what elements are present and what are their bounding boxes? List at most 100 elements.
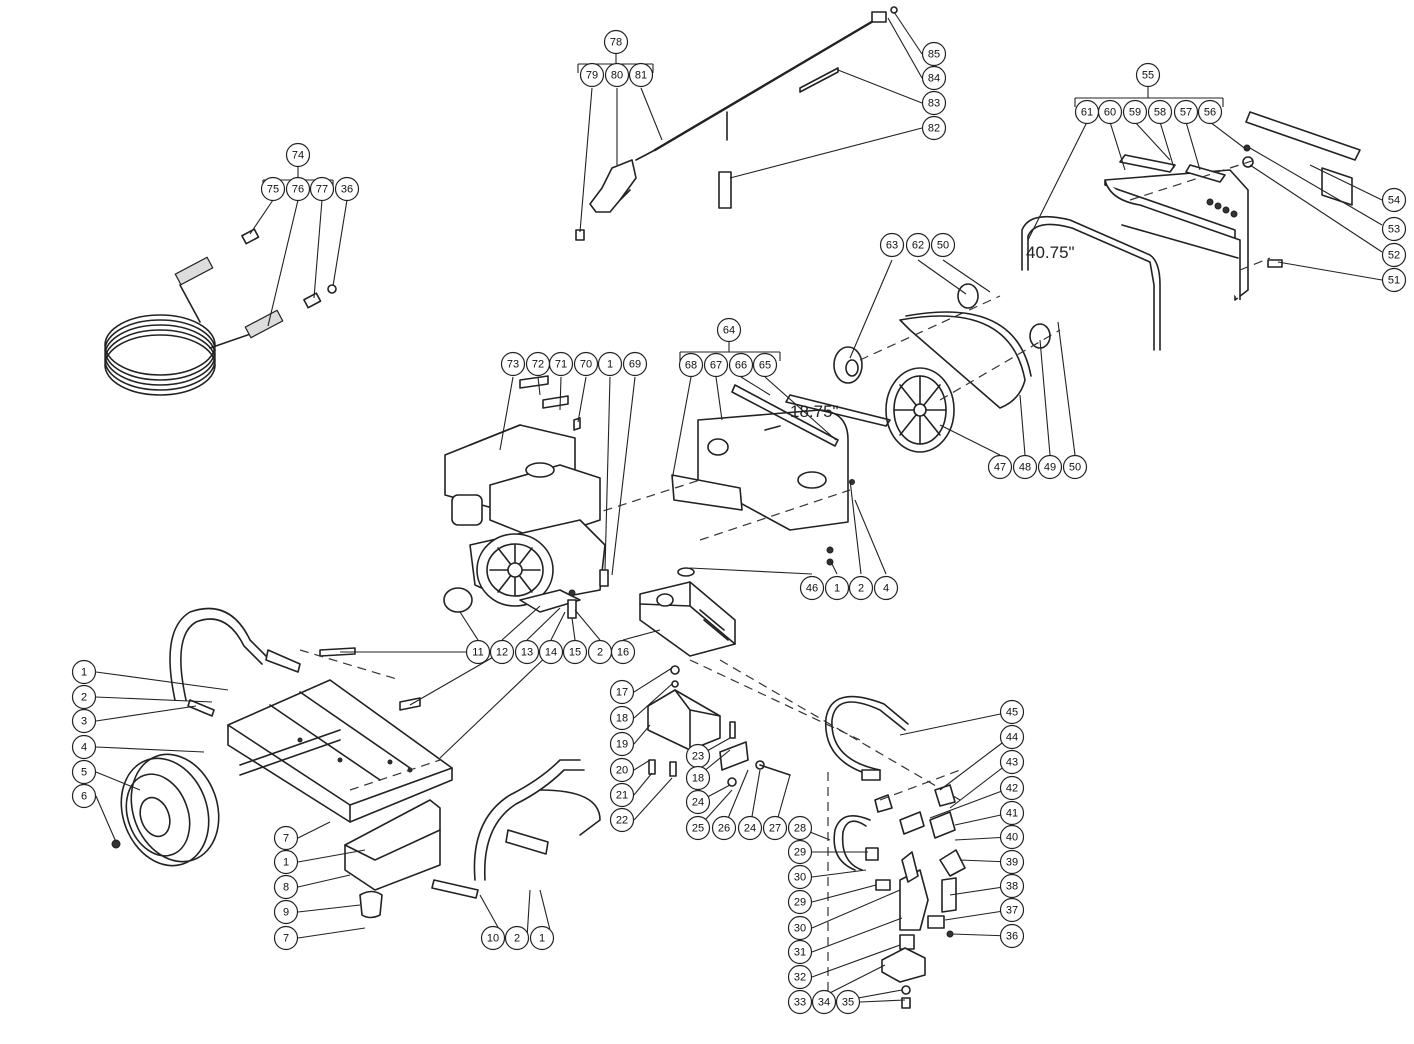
callout-label: 40 <box>1006 832 1018 844</box>
callout-label: 50 <box>937 240 949 252</box>
callout-label: 54 <box>1388 195 1400 207</box>
callout-label: 78 <box>610 37 622 49</box>
callout-13: 13 <box>514 639 540 665</box>
callout-20: 20 <box>609 757 635 783</box>
callout-15: 15 <box>562 639 588 665</box>
callout-label: 7 <box>283 933 289 945</box>
callout-label: 74 <box>292 150 304 162</box>
unloader-bracket <box>647 665 791 787</box>
callout-19: 19 <box>609 731 635 757</box>
callout-80: 80 <box>604 62 630 88</box>
callout-label: 2 <box>858 583 864 595</box>
callout-label: 81 <box>635 70 647 82</box>
callout-2: 2 <box>504 925 530 951</box>
leader-lines <box>95 11 1383 1003</box>
callout-8: 8 <box>273 874 299 900</box>
callout-label: 85 <box>928 49 940 61</box>
callout-48: 48 <box>1012 454 1038 480</box>
callout-67: 67 <box>703 352 729 378</box>
callout-label: 39 <box>1006 857 1018 869</box>
callout-label: 83 <box>928 98 940 110</box>
callout-17: 17 <box>609 679 635 705</box>
callout-30: 30 <box>787 864 813 890</box>
callout-27: 27 <box>762 815 788 841</box>
callout-label: 42 <box>1006 783 1018 795</box>
callout-2: 2 <box>848 575 874 601</box>
callout-32: 32 <box>787 964 813 990</box>
callout-label: 7 <box>283 833 289 845</box>
callout-49: 49 <box>1037 454 1063 480</box>
callout-22: 22 <box>609 807 635 833</box>
callout-72: 72 <box>525 351 551 377</box>
callout-label: 61 <box>1081 107 1093 119</box>
callout-label: 62 <box>912 240 924 252</box>
callout-83: 83 <box>921 90 947 116</box>
callout-label: 50 <box>1069 462 1081 474</box>
callout-label: 20 <box>616 765 628 777</box>
callout-56: 56 <box>1197 99 1223 125</box>
callout-29: 29 <box>787 889 813 915</box>
callout-30: 30 <box>787 915 813 941</box>
callout-label: 68 <box>685 360 697 372</box>
callout-label: 23 <box>692 751 704 763</box>
callout-label: 52 <box>1388 250 1400 262</box>
callout-54: 54 <box>1381 187 1407 213</box>
callout-62: 62 <box>905 232 931 258</box>
callout-74: 74 <box>285 142 311 168</box>
callout-label: 14 <box>545 647 557 659</box>
callout-label: 30 <box>794 872 806 884</box>
callout-52: 52 <box>1381 242 1407 268</box>
callout-label: 32 <box>794 972 806 984</box>
callout-24: 24 <box>685 789 711 815</box>
callout-25: 25 <box>685 815 711 841</box>
callout-2: 2 <box>71 684 97 710</box>
callout-1: 1 <box>71 659 97 685</box>
callout-9: 9 <box>273 899 299 925</box>
callout-12: 12 <box>489 639 515 665</box>
callout-50: 50 <box>930 232 956 258</box>
callout-5: 5 <box>71 759 97 785</box>
callout-1: 1 <box>824 575 850 601</box>
callout-label: 73 <box>507 359 519 371</box>
callout-36: 36 <box>334 176 360 202</box>
callout-label: 47 <box>994 462 1006 474</box>
callout-44: 44 <box>999 724 1025 750</box>
callout-73: 73 <box>500 351 526 377</box>
callout-label: 38 <box>1006 881 1018 893</box>
callout-18: 18 <box>609 705 635 731</box>
callout-label: 70 <box>580 359 592 371</box>
callout-label: 60 <box>1104 107 1116 119</box>
callout-43: 43 <box>999 749 1025 775</box>
callout-label: 57 <box>1180 107 1192 119</box>
callout-34: 34 <box>811 989 837 1015</box>
callout-label: 72 <box>532 359 544 371</box>
callout-label: 71 <box>555 359 567 371</box>
callout-28: 28 <box>787 815 813 841</box>
callout-57: 57 <box>1173 99 1199 125</box>
callout-label: 4 <box>883 583 889 595</box>
callout-33: 33 <box>787 989 813 1015</box>
callout-23: 23 <box>685 743 711 769</box>
callout-40: 40 <box>999 824 1025 850</box>
callout-85: 85 <box>921 41 947 67</box>
callout-label: 36 <box>341 184 353 196</box>
callout-label: 45 <box>1006 707 1018 719</box>
callout-label: 1 <box>81 667 87 679</box>
engine <box>443 375 609 613</box>
callout-42: 42 <box>999 775 1025 801</box>
callout-66: 66 <box>728 352 754 378</box>
callout-label: 80 <box>611 70 623 82</box>
callout-60: 60 <box>1097 99 1123 125</box>
callout-63: 63 <box>879 232 905 258</box>
callout-61: 61 <box>1074 99 1100 125</box>
callout-label: 22 <box>616 815 628 827</box>
belt-guard-dimension: 40.75" <box>1026 243 1075 262</box>
callout-label: 31 <box>794 947 806 959</box>
callout-84: 84 <box>921 65 947 91</box>
callout-1: 1 <box>529 925 555 951</box>
callout-label: 18 <box>692 773 704 785</box>
callout-76: 76 <box>285 176 311 202</box>
callout-label: 4 <box>81 742 87 754</box>
callout-35: 35 <box>835 989 861 1015</box>
